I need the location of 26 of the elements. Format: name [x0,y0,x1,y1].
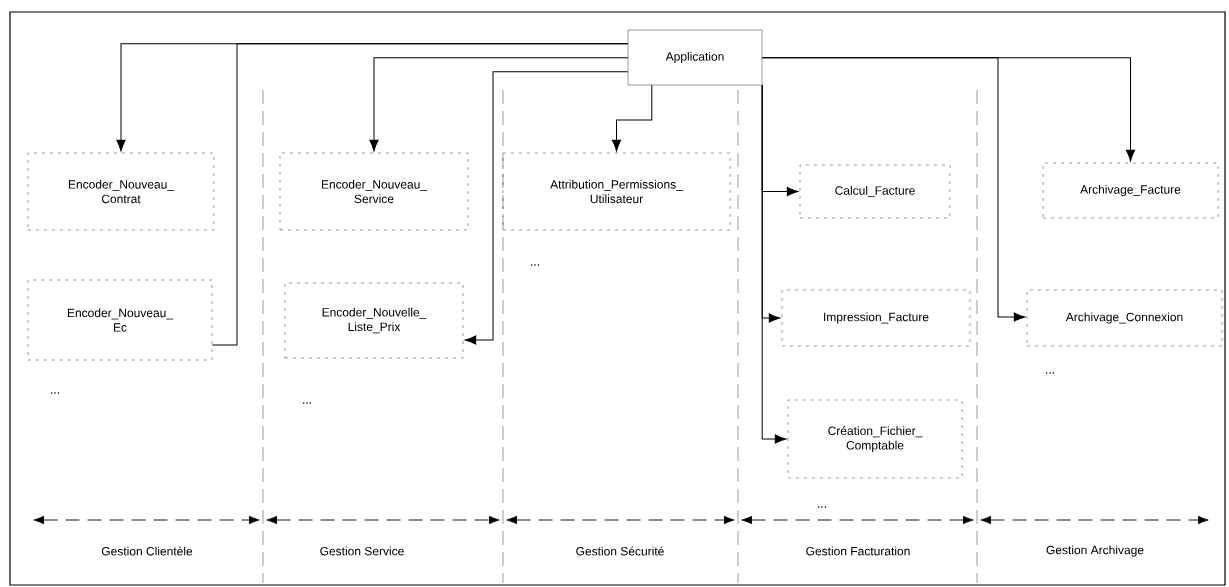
connector-arrow [761,84,787,444]
function-box: Encoder_Nouveau_ Ec [27,279,213,361]
function-box: Attribution_Permissions_ Utilisateur [502,152,731,231]
column-label: Gestion Facturation [806,546,910,556]
ellipsis-text: ... [303,402,311,404]
column-label: Gestion Sécurité [576,546,664,556]
function-box: Encoder_Nouveau_ Service [279,152,469,231]
function-box: Encoder_Nouvelle_ Liste_Prix [284,282,464,359]
connector-arrow [611,84,653,152]
connector-arrow [369,57,629,152]
function-box: Archivage_Connexion [1026,289,1223,347]
application-box: Application [627,29,763,86]
ellipsis-text: ... [51,392,59,394]
column-label: Gestion Archivage [1046,545,1144,557]
column-label: Gestion Service [320,546,404,556]
function-box: Impression_Facture [781,289,971,347]
connector-arrow [761,57,1026,322]
connector-arrow [464,71,629,345]
ellipsis-text: ... [1046,372,1054,374]
function-box: Calcul_Facture [799,164,951,219]
ellipsis-text: ... [818,506,826,508]
column-label: Gestion Clientèle [101,546,193,556]
function-box: Encoder_Nouveau_ Contrat [27,152,215,231]
ellipsis-text: ... [531,264,539,266]
function-box: Création_Fichier_ Comptable [787,399,963,479]
function-box: Archivage_Facture [1042,162,1219,219]
